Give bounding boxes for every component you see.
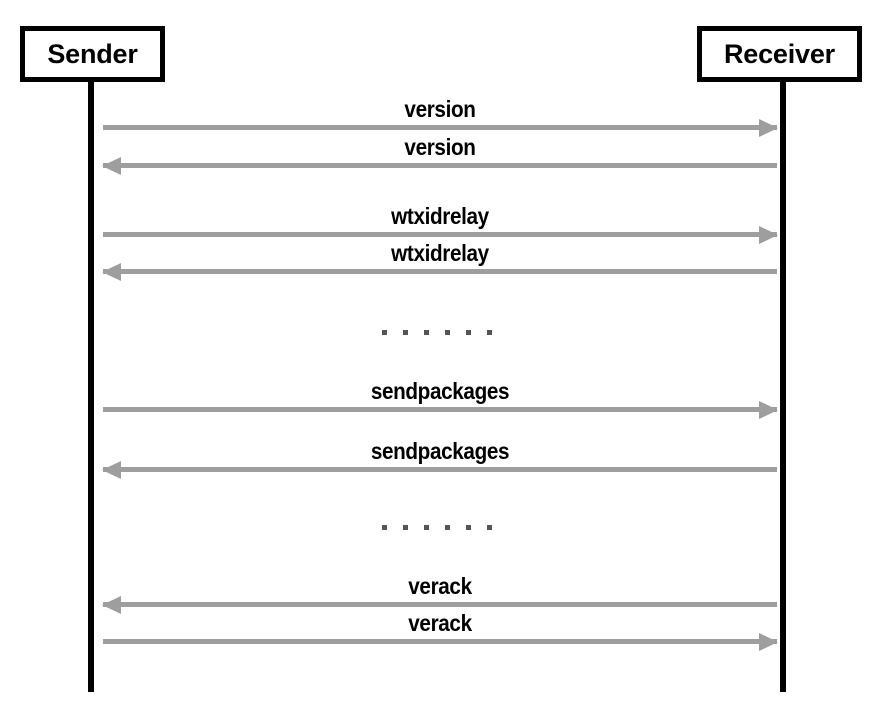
- message-line: [103, 407, 777, 412]
- message-label: wtxidrelay: [391, 240, 489, 266]
- message-label: sendpackages: [370, 378, 510, 404]
- arrowhead-right-icon: [759, 226, 778, 244]
- message-label: version: [404, 96, 476, 122]
- lifeline-receiver: [780, 82, 786, 692]
- ellipsis-indicator: [382, 525, 492, 530]
- message-line: [103, 125, 777, 130]
- participant-label-sender: Sender: [47, 38, 138, 69]
- arrowhead-left-icon: [102, 157, 121, 175]
- ellipsis-dot: [382, 525, 387, 530]
- message-line: [103, 639, 777, 644]
- arrowhead-left-icon: [102, 461, 121, 479]
- ellipsis-dot: [403, 525, 408, 530]
- arrowhead-left-icon: [102, 596, 121, 614]
- message-line: [103, 467, 777, 472]
- participant-box-receiver: Receiver: [697, 26, 862, 82]
- message-line: [103, 163, 777, 168]
- message-label: verack: [408, 610, 472, 636]
- message-line: [103, 602, 777, 607]
- participant-box-sender: Sender: [20, 26, 165, 82]
- arrowhead-right-icon: [759, 401, 778, 419]
- lifeline-sender: [88, 82, 94, 692]
- message-line: [103, 232, 777, 237]
- ellipsis-dot: [403, 330, 408, 335]
- participant-label-receiver: Receiver: [724, 38, 835, 69]
- ellipsis-dot: [445, 330, 450, 335]
- ellipsis-dot: [466, 330, 471, 335]
- message-label: wtxidrelay: [391, 203, 489, 229]
- message-label: verack: [408, 573, 472, 599]
- ellipsis-dot: [487, 330, 492, 335]
- message-line: [103, 269, 777, 274]
- ellipsis-dot: [424, 330, 429, 335]
- ellipsis-dot: [382, 330, 387, 335]
- ellipsis-dot: [424, 525, 429, 530]
- arrowhead-left-icon: [102, 263, 121, 281]
- arrowhead-right-icon: [759, 119, 778, 137]
- message-label: sendpackages: [370, 438, 510, 464]
- ellipsis-indicator: [382, 330, 492, 335]
- message-label: version: [404, 134, 476, 160]
- ellipsis-dot: [445, 525, 450, 530]
- ellipsis-dot: [466, 525, 471, 530]
- arrowhead-right-icon: [759, 633, 778, 651]
- ellipsis-dot: [487, 525, 492, 530]
